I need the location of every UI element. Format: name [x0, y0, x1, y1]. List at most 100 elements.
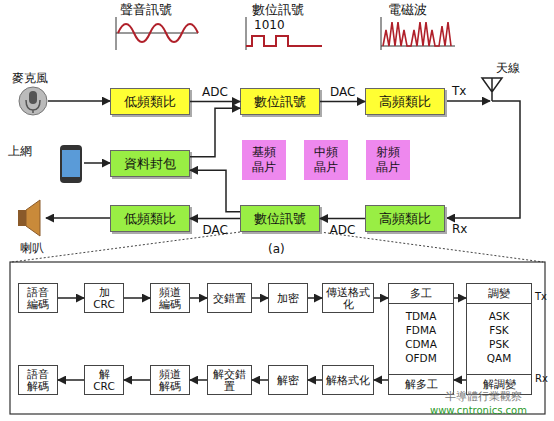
sine-wave — [118, 24, 198, 42]
process-box: 解密 — [268, 365, 308, 395]
node-text: 數位訊號 — [254, 210, 306, 228]
wire — [84, 162, 110, 164]
modulation-box: 調變ASK FSK PSK QAM解調變 — [466, 283, 532, 395]
flow-arrow — [124, 379, 150, 381]
bit-label: 1010 — [254, 18, 285, 32]
node-text: 頻道解碼 — [154, 368, 186, 392]
device-label: 天線 — [496, 60, 520, 77]
chip-box: 中頻晶片 — [304, 140, 348, 180]
node-text: 低頻類比 — [124, 210, 176, 228]
node-text: 資料封包 — [124, 155, 176, 173]
wire — [447, 101, 520, 218]
axis-line — [116, 33, 198, 34]
node-text: 高頻類比 — [379, 210, 431, 228]
node-text: 調變 — [467, 284, 531, 304]
flow-arrow — [190, 297, 207, 299]
em-wave — [383, 22, 451, 46]
watermark: 半導體行業觀察 — [445, 389, 522, 404]
wire — [48, 100, 110, 102]
detail-panel — [10, 262, 545, 414]
node-text: 多工 — [389, 284, 453, 304]
node-text: 傳送格式化 — [326, 286, 370, 310]
flow-arrow — [308, 379, 322, 381]
watermark: www.cntronics.com — [430, 405, 527, 416]
rf-analog-box: 高頻類比 — [365, 205, 445, 232]
node-text: 解交錯置 — [211, 368, 248, 392]
signal-name: Rx — [535, 373, 548, 384]
process-box: 傳送格式化 — [322, 283, 374, 313]
analog-box: 低頻類比 — [110, 88, 190, 115]
node-text: 數位訊號 — [254, 93, 306, 111]
zoom-line — [320, 232, 543, 262]
node-text: 頻道編碼 — [154, 286, 186, 310]
node-text: 加CRC — [88, 286, 120, 310]
flow-arrow — [454, 379, 466, 381]
signal-name: Tx — [452, 84, 466, 98]
analog-box: 低頻類比 — [110, 205, 190, 232]
node-footer: 解多工 — [389, 374, 453, 394]
chip-box: 射頻晶片 — [366, 140, 410, 180]
figure-tag: (a) — [268, 242, 285, 256]
flow-arrow — [58, 297, 84, 299]
device-label: 喇叭 — [20, 240, 44, 257]
flow-arrow — [58, 379, 84, 381]
packet-box: 資料封包 — [110, 150, 190, 177]
signal-name: Rx — [452, 222, 467, 236]
process-box: 語音解碼 — [18, 365, 58, 395]
signal-title: 數位訊號 — [252, 1, 304, 19]
microphone-icon — [26, 100, 40, 113]
wire — [46, 217, 110, 219]
node-text: 低頻類比 — [124, 93, 176, 111]
edge-label: DAC — [330, 85, 355, 99]
process-box: 解交錯置 — [207, 365, 252, 395]
phone-icon — [62, 150, 80, 177]
flow-arrow — [190, 379, 207, 381]
process-box: 交錯置 — [207, 283, 252, 313]
axis-line — [381, 17, 382, 50]
signal-title: 電磁波 — [388, 1, 427, 19]
chip-box: 基頻晶片 — [242, 140, 286, 180]
microphone-icon — [19, 87, 47, 115]
flow-arrow — [252, 297, 268, 299]
flow-arrow — [308, 297, 322, 299]
phone-icon — [60, 145, 82, 183]
node-text: 語音編碼 — [22, 286, 54, 310]
antenna-symbol — [482, 78, 502, 101]
flow-arrow — [374, 379, 388, 381]
node-text: 高頻類比 — [379, 93, 431, 111]
process-box: 解CRC — [84, 365, 124, 395]
flow-arrow — [190, 218, 240, 220]
signal-title: 聲音訊號 — [120, 1, 172, 19]
flow-arrow — [374, 297, 388, 299]
rf-analog-box: 高頻類比 — [365, 88, 445, 115]
zoom-line — [12, 232, 240, 262]
axis-line — [381, 46, 455, 47]
edge-label: ADC — [330, 223, 356, 237]
process-box: 頻道編碼 — [150, 283, 190, 313]
flow-arrow — [320, 218, 365, 220]
flow-arrow — [190, 170, 240, 212]
mux-box: 多工TDMA FDMA CDMA OFDM解多工 — [388, 283, 454, 395]
speaker-icon — [26, 200, 40, 236]
device-label: 上網 — [8, 143, 32, 160]
process-box: 頻道解碼 — [150, 365, 190, 395]
flow-arrow — [252, 379, 268, 381]
device-label: 麥克風 — [12, 70, 48, 87]
speaker-icon — [18, 210, 26, 226]
node-text: 解CRC — [88, 368, 120, 392]
process-box: 語音編碼 — [18, 283, 58, 313]
node-text: 加密 — [277, 292, 299, 304]
flow-arrow — [320, 101, 365, 103]
flow-arrow — [190, 108, 240, 157]
digital-wave — [246, 36, 322, 46]
node-text: 解格式化 — [326, 374, 370, 386]
process-box: 解格式化 — [322, 365, 374, 395]
digital-box: 數位訊號 — [240, 205, 320, 232]
wire — [445, 100, 490, 102]
node-text: 射頻晶片 — [372, 145, 404, 175]
edge-label: DAC — [203, 223, 228, 237]
digital-box: 數位訊號 — [240, 88, 320, 115]
node-text: 中頻晶片 — [310, 145, 342, 175]
flow-arrow — [124, 297, 150, 299]
flow-arrow — [190, 101, 240, 103]
